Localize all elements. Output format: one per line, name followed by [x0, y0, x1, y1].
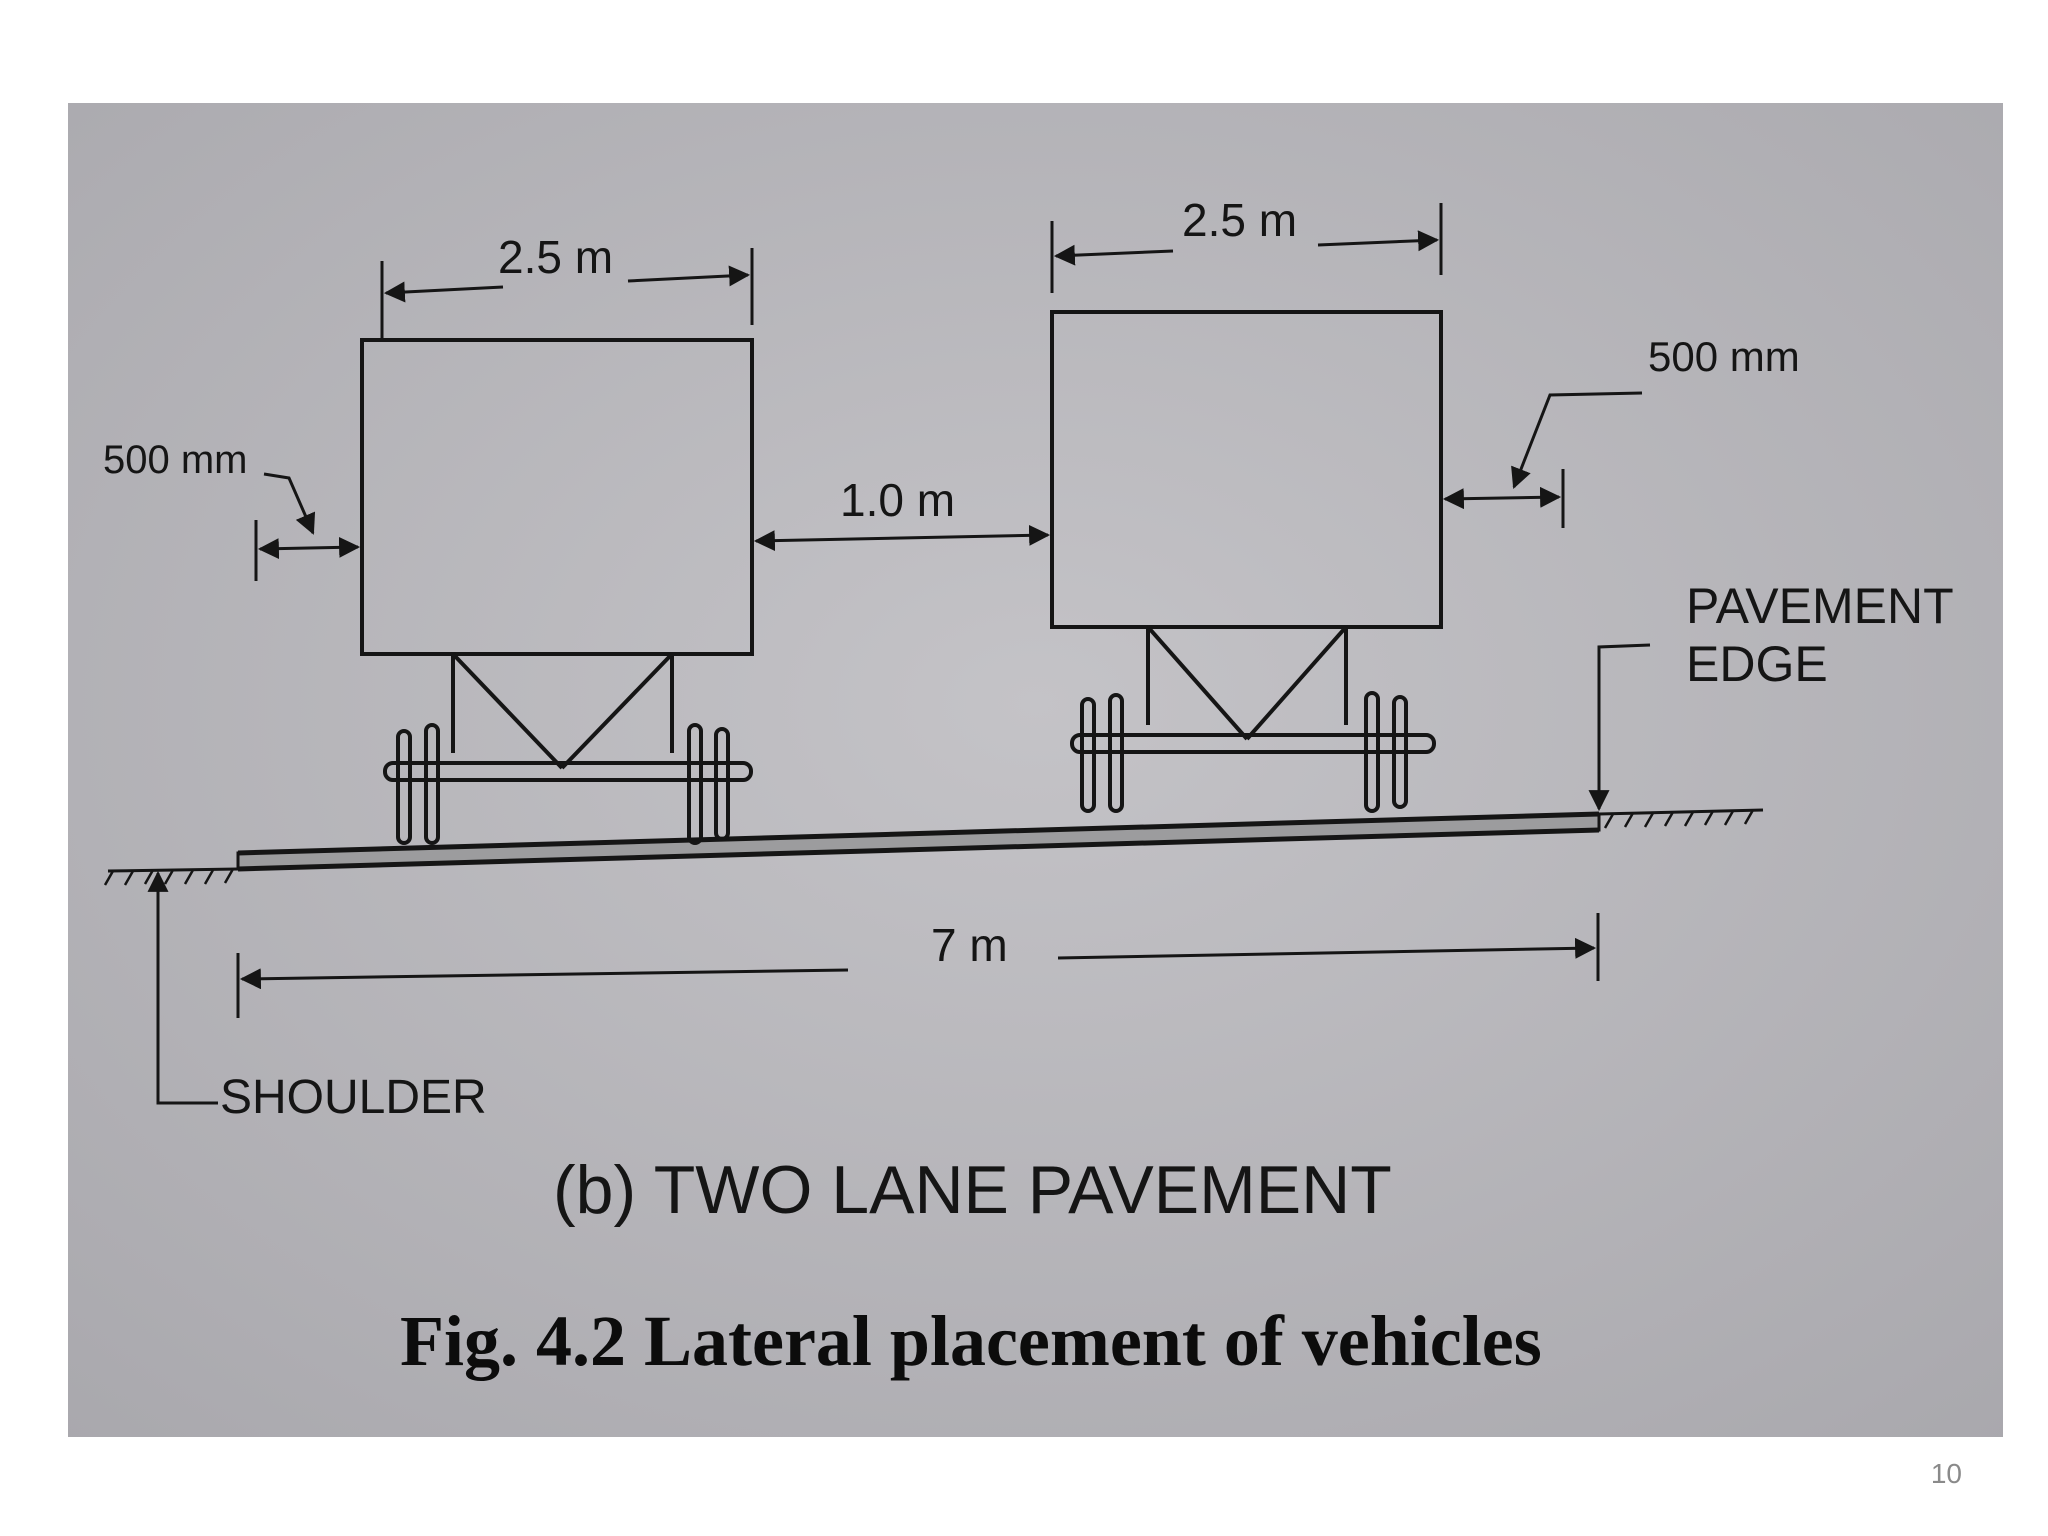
shoulder-leader: [147, 870, 218, 1105]
right-clearance-dimension: [1442, 391, 1643, 528]
right-width-dimension: [1050, 203, 1443, 293]
road-surface: [107, 808, 1764, 873]
right-vehicle-wheels: [1080, 691, 1408, 813]
left-width-label: 2.5 m: [498, 231, 613, 283]
right-clearance-label: 500 mm: [1648, 333, 1800, 380]
figure-caption: Fig. 4.2 Lateral placement of vehicles: [400, 1301, 1542, 1381]
ground-hatching: [103, 809, 1755, 886]
figure-subtitle: (b) TWO LANE PAVEMENT: [553, 1152, 1392, 1228]
gap-label: 1.0 m: [840, 474, 955, 526]
lateral-placement-diagram: 2.5 m 2.5 m 500 mm 500 mm 1.0 m 7 m PAVE…: [68, 103, 2003, 1437]
left-vehicle: [360, 338, 754, 845]
pavement-edge-leader: [1588, 643, 1651, 812]
left-vehicle-wheels: [396, 723, 730, 845]
slide-number: 10: [1930, 1458, 1962, 1489]
left-vehicle-body: [360, 338, 754, 656]
left-clearance-dimension: [254, 472, 361, 581]
pavement-width-dimension: [236, 913, 1600, 1018]
shoulder-label: SHOULDER: [220, 1071, 487, 1124]
left-clearance-label: 500 mm: [103, 438, 248, 482]
right-vehicle-chassis: [1070, 625, 1436, 754]
right-vehicle-body: [1050, 310, 1443, 629]
figure-photo: 2.5 m 2.5 m 500 mm 500 mm 1.0 m 7 m PAVE…: [68, 103, 2003, 1437]
right-vehicle: [1050, 310, 1443, 813]
pavement-edge-label-line1: PAVEMENT: [1686, 578, 1954, 634]
gap-dimension: [753, 524, 1051, 552]
pavement-edge-label-line2: EDGE: [1686, 636, 1828, 692]
left-vehicle-chassis: [383, 652, 753, 782]
left-width-dimension: [380, 248, 754, 338]
pavement-width-label: 7 m: [931, 919, 1008, 971]
right-width-label: 2.5 m: [1182, 194, 1297, 246]
paper-background: [68, 103, 2003, 1437]
